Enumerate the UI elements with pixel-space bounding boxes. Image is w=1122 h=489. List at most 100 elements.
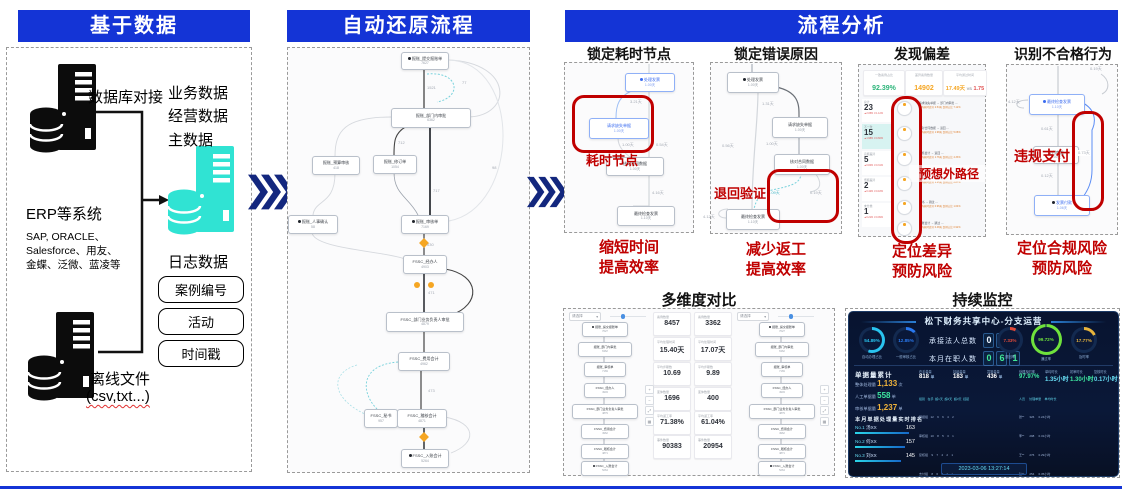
path-badge-icon[interactable]	[897, 151, 912, 166]
offline-formats-label: (csv,txt...)	[86, 388, 150, 405]
edge-label: 4.16天	[652, 190, 664, 195]
total-unit: 次	[898, 382, 903, 387]
data-flow-connectors	[96, 110, 169, 354]
decor-line	[861, 321, 916, 323]
edge-label: 0.73天	[1077, 150, 1091, 156]
annotation-unexpected-path: 预想外路径	[909, 165, 989, 182]
zoom-slider[interactable]	[610, 313, 646, 321]
rank-badge: No.1	[855, 425, 865, 430]
rank-name: 刘XX	[866, 453, 877, 458]
flow-toolbar[interactable]: +−⤢▦	[645, 385, 654, 426]
total-value: 1,133	[877, 379, 898, 388]
staff-table: 人员 处理单量 单均时长 张** 326 0.24小时 李** 298 0.31…	[1019, 396, 1057, 477]
gauge-return-rate: 7.33% 退回率	[995, 327, 1025, 359]
path-badge-icon[interactable]	[897, 176, 912, 191]
dashboard-timestamp: 2023-03-06 13:27:14	[941, 463, 1027, 475]
dimension-select[interactable]: 请选择▾	[569, 312, 601, 321]
rank-bar	[855, 460, 901, 462]
panel-title-deviation: 发现偏差	[894, 46, 950, 62]
edge-label: 1.09天	[768, 190, 780, 195]
stat-card: 平均通过时间 17.49天 VS 1.75天	[943, 70, 987, 96]
stat-card: 差异案例数量 14902	[905, 70, 943, 96]
annotation-rework: 退回验证	[713, 186, 766, 201]
panel2-edges	[718, 64, 821, 219]
zoom-slider[interactable]	[778, 313, 814, 321]
flow-toolbar[interactable]: +−⤢▦	[820, 385, 829, 426]
node-end-icon	[769, 465, 772, 468]
offline-file-server-icon	[26, 312, 94, 401]
decor-line	[1051, 321, 1106, 323]
rank-name: 汤XX	[866, 425, 877, 430]
field-timestamp: 时间戳	[158, 340, 244, 367]
edge-label: 1.00天	[766, 141, 778, 146]
section-header-data: 基于数据	[18, 10, 250, 42]
path-badge-icon[interactable]	[897, 126, 912, 141]
total-unit: 单	[898, 406, 903, 411]
benefit-text: 缩短时间 提高效率	[598, 239, 659, 276]
gauge-auto-rate: 54.89% 自动办理占比	[857, 327, 887, 359]
node-start-icon	[592, 326, 595, 329]
rank-value: 145	[905, 453, 915, 459]
total-label: 人工单据量	[855, 394, 876, 399]
rank-value: 163	[905, 425, 915, 431]
edge-label: 98	[492, 165, 497, 170]
panel-title-error-cause: 锁定错误原因	[734, 46, 818, 62]
panel4-edges	[1016, 66, 1109, 198]
dimension-select[interactable]: 请选择▾	[737, 312, 769, 321]
rank-name: 何XX	[866, 439, 877, 444]
rank-bar	[855, 446, 905, 448]
node-start-icon	[411, 220, 415, 224]
target-database-server-icon	[166, 146, 234, 235]
edge-label: 4.12天	[703, 214, 715, 219]
deviation-row: 稽核会计 → 退回 ⋯平均耗时差异 1.76天 案例占比 4.33%	[919, 151, 961, 159]
edge-label: 3.21天	[630, 99, 642, 104]
field-activity: 活动	[158, 308, 244, 335]
bottom-accent-bar	[0, 486, 1122, 489]
section-header-process: 自动还原流程	[287, 10, 530, 42]
edge-label: 712	[398, 140, 405, 145]
rank-value: 157	[905, 439, 915, 445]
highlight-violation-path	[1072, 111, 1104, 211]
edge-label: 473	[428, 388, 435, 393]
gauge-review-rate: 12.85% 一般审核占比	[891, 327, 921, 359]
path-badge-icon[interactable]	[897, 200, 912, 215]
chevron-down-icon: ▾	[596, 314, 598, 319]
section-header-analysis: 流程分析	[565, 10, 1118, 42]
deviation-row: 请求缺失单据 → 部门内审批 ⋯平均耗时差异 2.54天 案例占比 7.12%	[919, 101, 961, 109]
panel-title-monitoring: 持续监控	[952, 292, 1013, 309]
panel-title-time-nodes: 锁定耗时节点	[587, 46, 671, 62]
edge-label: 0.12天	[1041, 173, 1053, 178]
deviation-row: 入账会计 → 跳过 ⋯平均耗时差异 0.48天 案例占比 0.92%	[919, 221, 961, 229]
gauge-ontime-rate: 17.77% 及时率	[1069, 327, 1099, 359]
